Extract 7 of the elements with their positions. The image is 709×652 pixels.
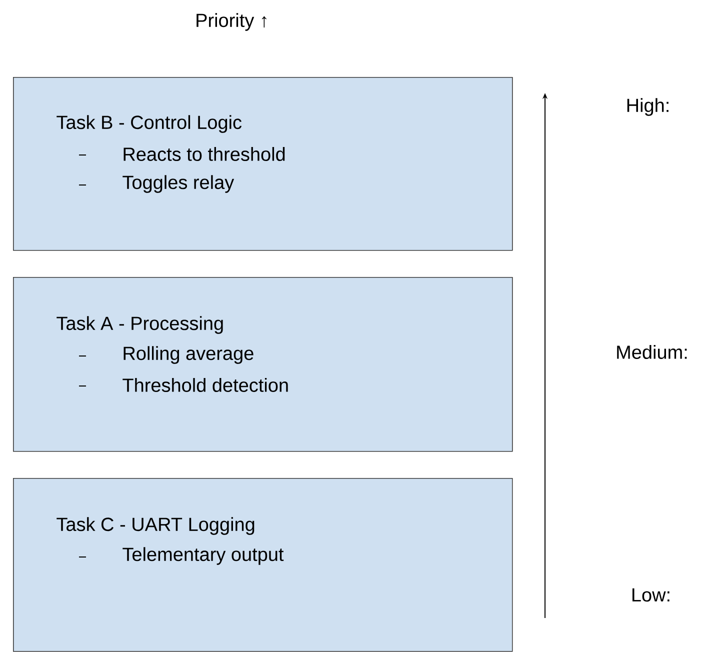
process-box: Task B - Control Logic Reacts to threshold Toggles relay xyxy=(13,77,513,251)
priority-label: Low: xyxy=(632,588,670,602)
axis-title: Priority ↑ xyxy=(196,13,266,31)
priority-label: Medium: xyxy=(617,345,687,359)
process-box: Task A - Processing Rolling average Threshold detection xyxy=(13,277,513,452)
process-box: Task C - UART Logging Telementary output xyxy=(13,478,513,652)
priority-label: High: xyxy=(627,98,668,116)
